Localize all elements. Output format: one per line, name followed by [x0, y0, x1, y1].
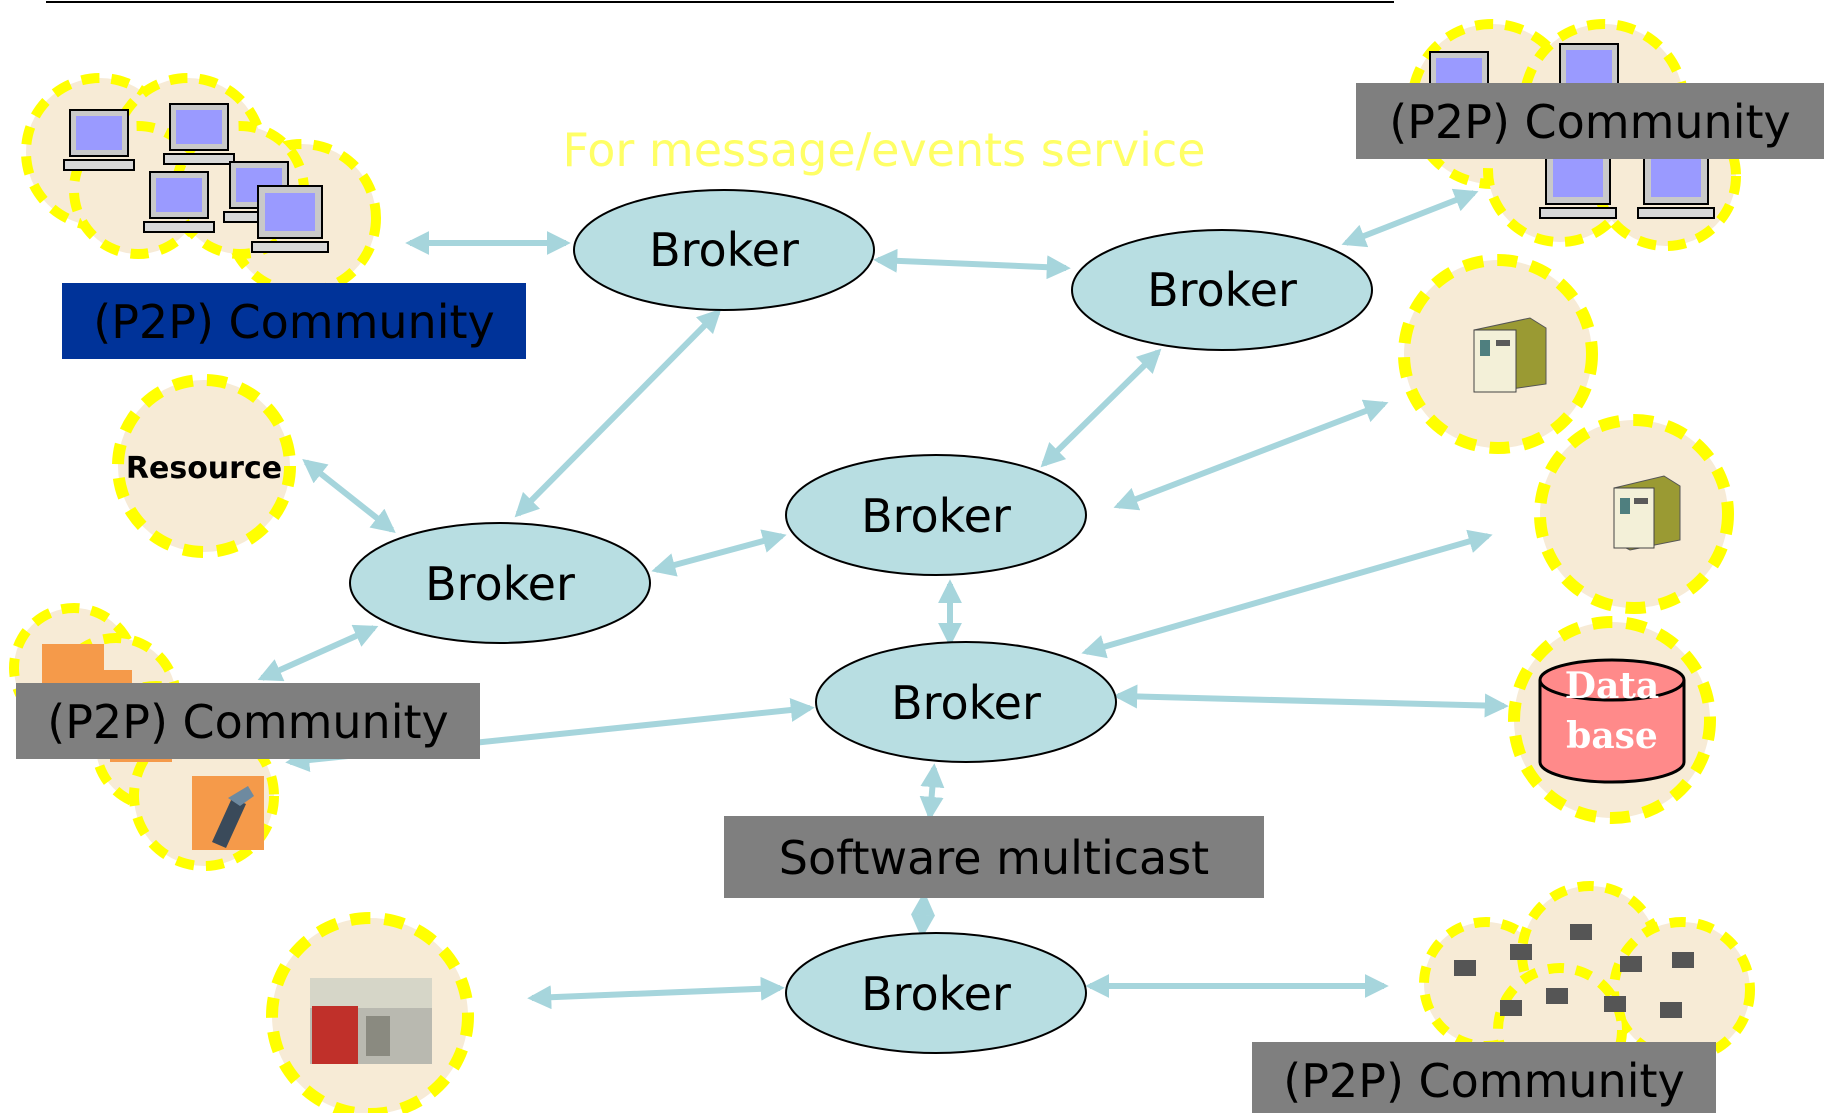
server-icon [1613, 475, 1681, 551]
broker-middle: Broker [815, 641, 1117, 763]
broker-bottom: Broker [785, 932, 1087, 1054]
community-label-top-left: (P2P) Community [62, 283, 526, 359]
printer-icon [1604, 996, 1626, 1012]
computer-icon [1637, 151, 1715, 219]
arrow-broker-top-right-to-broker-center [1040, 348, 1162, 468]
community-label-bottom-right-text: (P2P) Community [1283, 1054, 1685, 1108]
resource-label: Resource [126, 451, 282, 486]
broker-top-left: Broker [573, 189, 875, 311]
broker-bottom-label: Broker [861, 967, 1011, 1021]
arrow-broker-middle-to-database [1113, 684, 1509, 718]
printer-icon [1500, 1000, 1522, 1016]
computer-icon [143, 171, 215, 233]
broker-left: Broker [349, 522, 651, 644]
connection-arrows [257, 188, 1509, 1010]
printer-icon [1546, 988, 1568, 1004]
database-label-line1: Data [1565, 665, 1660, 707]
arrow-lab-to-broker-bottom [527, 976, 785, 1010]
broker-top-left-label: Broker [649, 223, 799, 277]
lab-node [266, 912, 474, 1113]
broker-center: Broker [785, 454, 1087, 576]
arrow-broker-top-right-to-community [1341, 188, 1479, 248]
community-label-top-left-text: (P2P) Community [93, 295, 495, 349]
lab-photo-icon [310, 978, 432, 1064]
printer-icon [1660, 1002, 1682, 1018]
community-label-bottom-right: (P2P) Community [1252, 1042, 1716, 1113]
printer-icon [1454, 960, 1476, 976]
software-multicast-box: Software multicast [724, 816, 1264, 898]
broker-center-label: Broker [861, 489, 1011, 543]
community-label-top-right-text: (P2P) Community [1389, 95, 1791, 149]
server-node-2 [1534, 414, 1734, 614]
printer-icon [1510, 944, 1532, 960]
database-node: Data base [1508, 616, 1716, 824]
printer-icon [1672, 952, 1694, 968]
arrow-broker-top-left-to-broker-left [514, 308, 722, 518]
computer-icon [63, 109, 135, 171]
arrow-broker-left-to-broker-center [651, 529, 787, 577]
arrow-broker-top-left-to-broker-top-right [873, 248, 1071, 280]
printer-icon [1620, 956, 1642, 972]
community-label-top-right: (P2P) Community [1356, 83, 1824, 159]
server-icon [1473, 317, 1547, 393]
computer-icon [1559, 43, 1619, 91]
community-top-left-cluster [21, 73, 381, 297]
printer-icon [1570, 924, 1592, 940]
community-label-mid-left: (P2P) Community [16, 683, 480, 759]
computer-icon [251, 185, 329, 253]
phone-icon [192, 776, 264, 850]
computer-icon [163, 103, 235, 165]
database-label-line2: base [1566, 715, 1658, 757]
broker-middle-label: Broker [891, 676, 1041, 730]
broker-top-right: Broker [1071, 229, 1373, 351]
software-multicast-label: Software multicast [779, 831, 1209, 885]
resource-node: Resource [112, 374, 296, 558]
arrow-community-to-broker-left [257, 624, 379, 682]
arrow-broker-center-to-server-1 [1113, 399, 1389, 511]
arrow-broker-middle-to-server-2 [1081, 529, 1493, 659]
community-label-mid-left-text: (P2P) Community [47, 695, 449, 749]
arrow-resource-to-broker-left [302, 459, 396, 533]
server-node-1 [1398, 254, 1598, 454]
computer-icon [1539, 151, 1617, 219]
broker-left-label: Broker [425, 557, 575, 611]
header-note: For message/events service [562, 123, 1205, 177]
broker-top-right-label: Broker [1147, 263, 1297, 317]
database-icon [1538, 658, 1686, 784]
arrow-multicast-to-broker-middle [919, 763, 945, 821]
arrow-multicast-to-broker-bottom [911, 891, 935, 939]
